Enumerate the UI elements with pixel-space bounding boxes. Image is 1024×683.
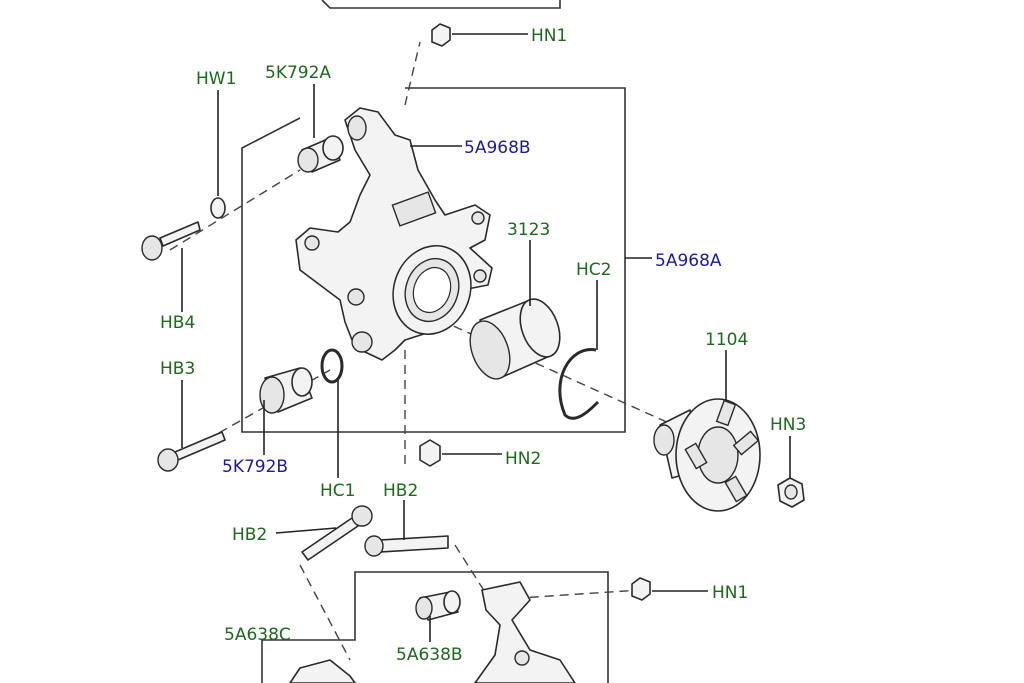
lower-bolt-axis [299, 564, 351, 661]
nut-hn3-part [777, 477, 805, 508]
label-hn1-top: HN1 [531, 26, 567, 46]
label-hc1: HC1 [320, 481, 355, 501]
label-hb2-center: HB2 [383, 481, 418, 501]
label-hb2-left: HB2 [232, 525, 267, 545]
bolt-axis-upper [404, 41, 421, 106]
hub-part [653, 398, 761, 512]
label-hc2: HC2 [576, 260, 611, 280]
label-1104: 1104 [705, 330, 748, 350]
knuckle-part [295, 107, 493, 361]
bolt-hb4-part [141, 221, 201, 261]
label-5a638c: 5A638C [224, 625, 291, 645]
bolt-hb3-part [157, 431, 226, 472]
bolt-hb2-right-part [364, 535, 449, 557]
label-hb3: HB3 [160, 359, 195, 379]
washer-hw1-part [210, 197, 226, 219]
lower-bushing-part [259, 367, 313, 414]
nut-hn1-bottom-part [631, 577, 651, 601]
upper-bushing-part [297, 135, 344, 173]
label-5a968b: 5A968B [464, 138, 531, 158]
label-hn2: HN2 [505, 449, 541, 469]
lower-arm-part [289, 581, 576, 683]
upper-bushing-axis [169, 169, 301, 251]
knuckle-assembly-frame [241, 87, 626, 433]
nut-hn1-top-part [431, 23, 451, 47]
leader-hb2-left [275, 527, 337, 534]
label-hw1: HW1 [196, 69, 236, 89]
lower-bushing-5a638b-part [415, 590, 461, 621]
bolt-hb2-left-part [301, 505, 373, 561]
lower-arm-frame [261, 571, 609, 683]
top-frame-edge [321, 0, 561, 9]
nut-hn2-part [419, 439, 441, 467]
label-5k792b: 5K792B [222, 457, 288, 477]
label-hn1-bottom: HN1 [712, 583, 748, 603]
label-5k792a: 5K792A [265, 63, 331, 83]
label-hn3: HN3 [770, 415, 806, 435]
label-3123: 3123 [507, 220, 550, 240]
label-5a638b: 5A638B [396, 645, 463, 665]
bearing-part [469, 298, 561, 380]
label-hb4: HB4 [160, 313, 195, 333]
circlip-hc2-part [558, 348, 600, 420]
label-5a968a: 5A968A [655, 251, 722, 271]
snap-ring-hc1-part [320, 348, 344, 384]
